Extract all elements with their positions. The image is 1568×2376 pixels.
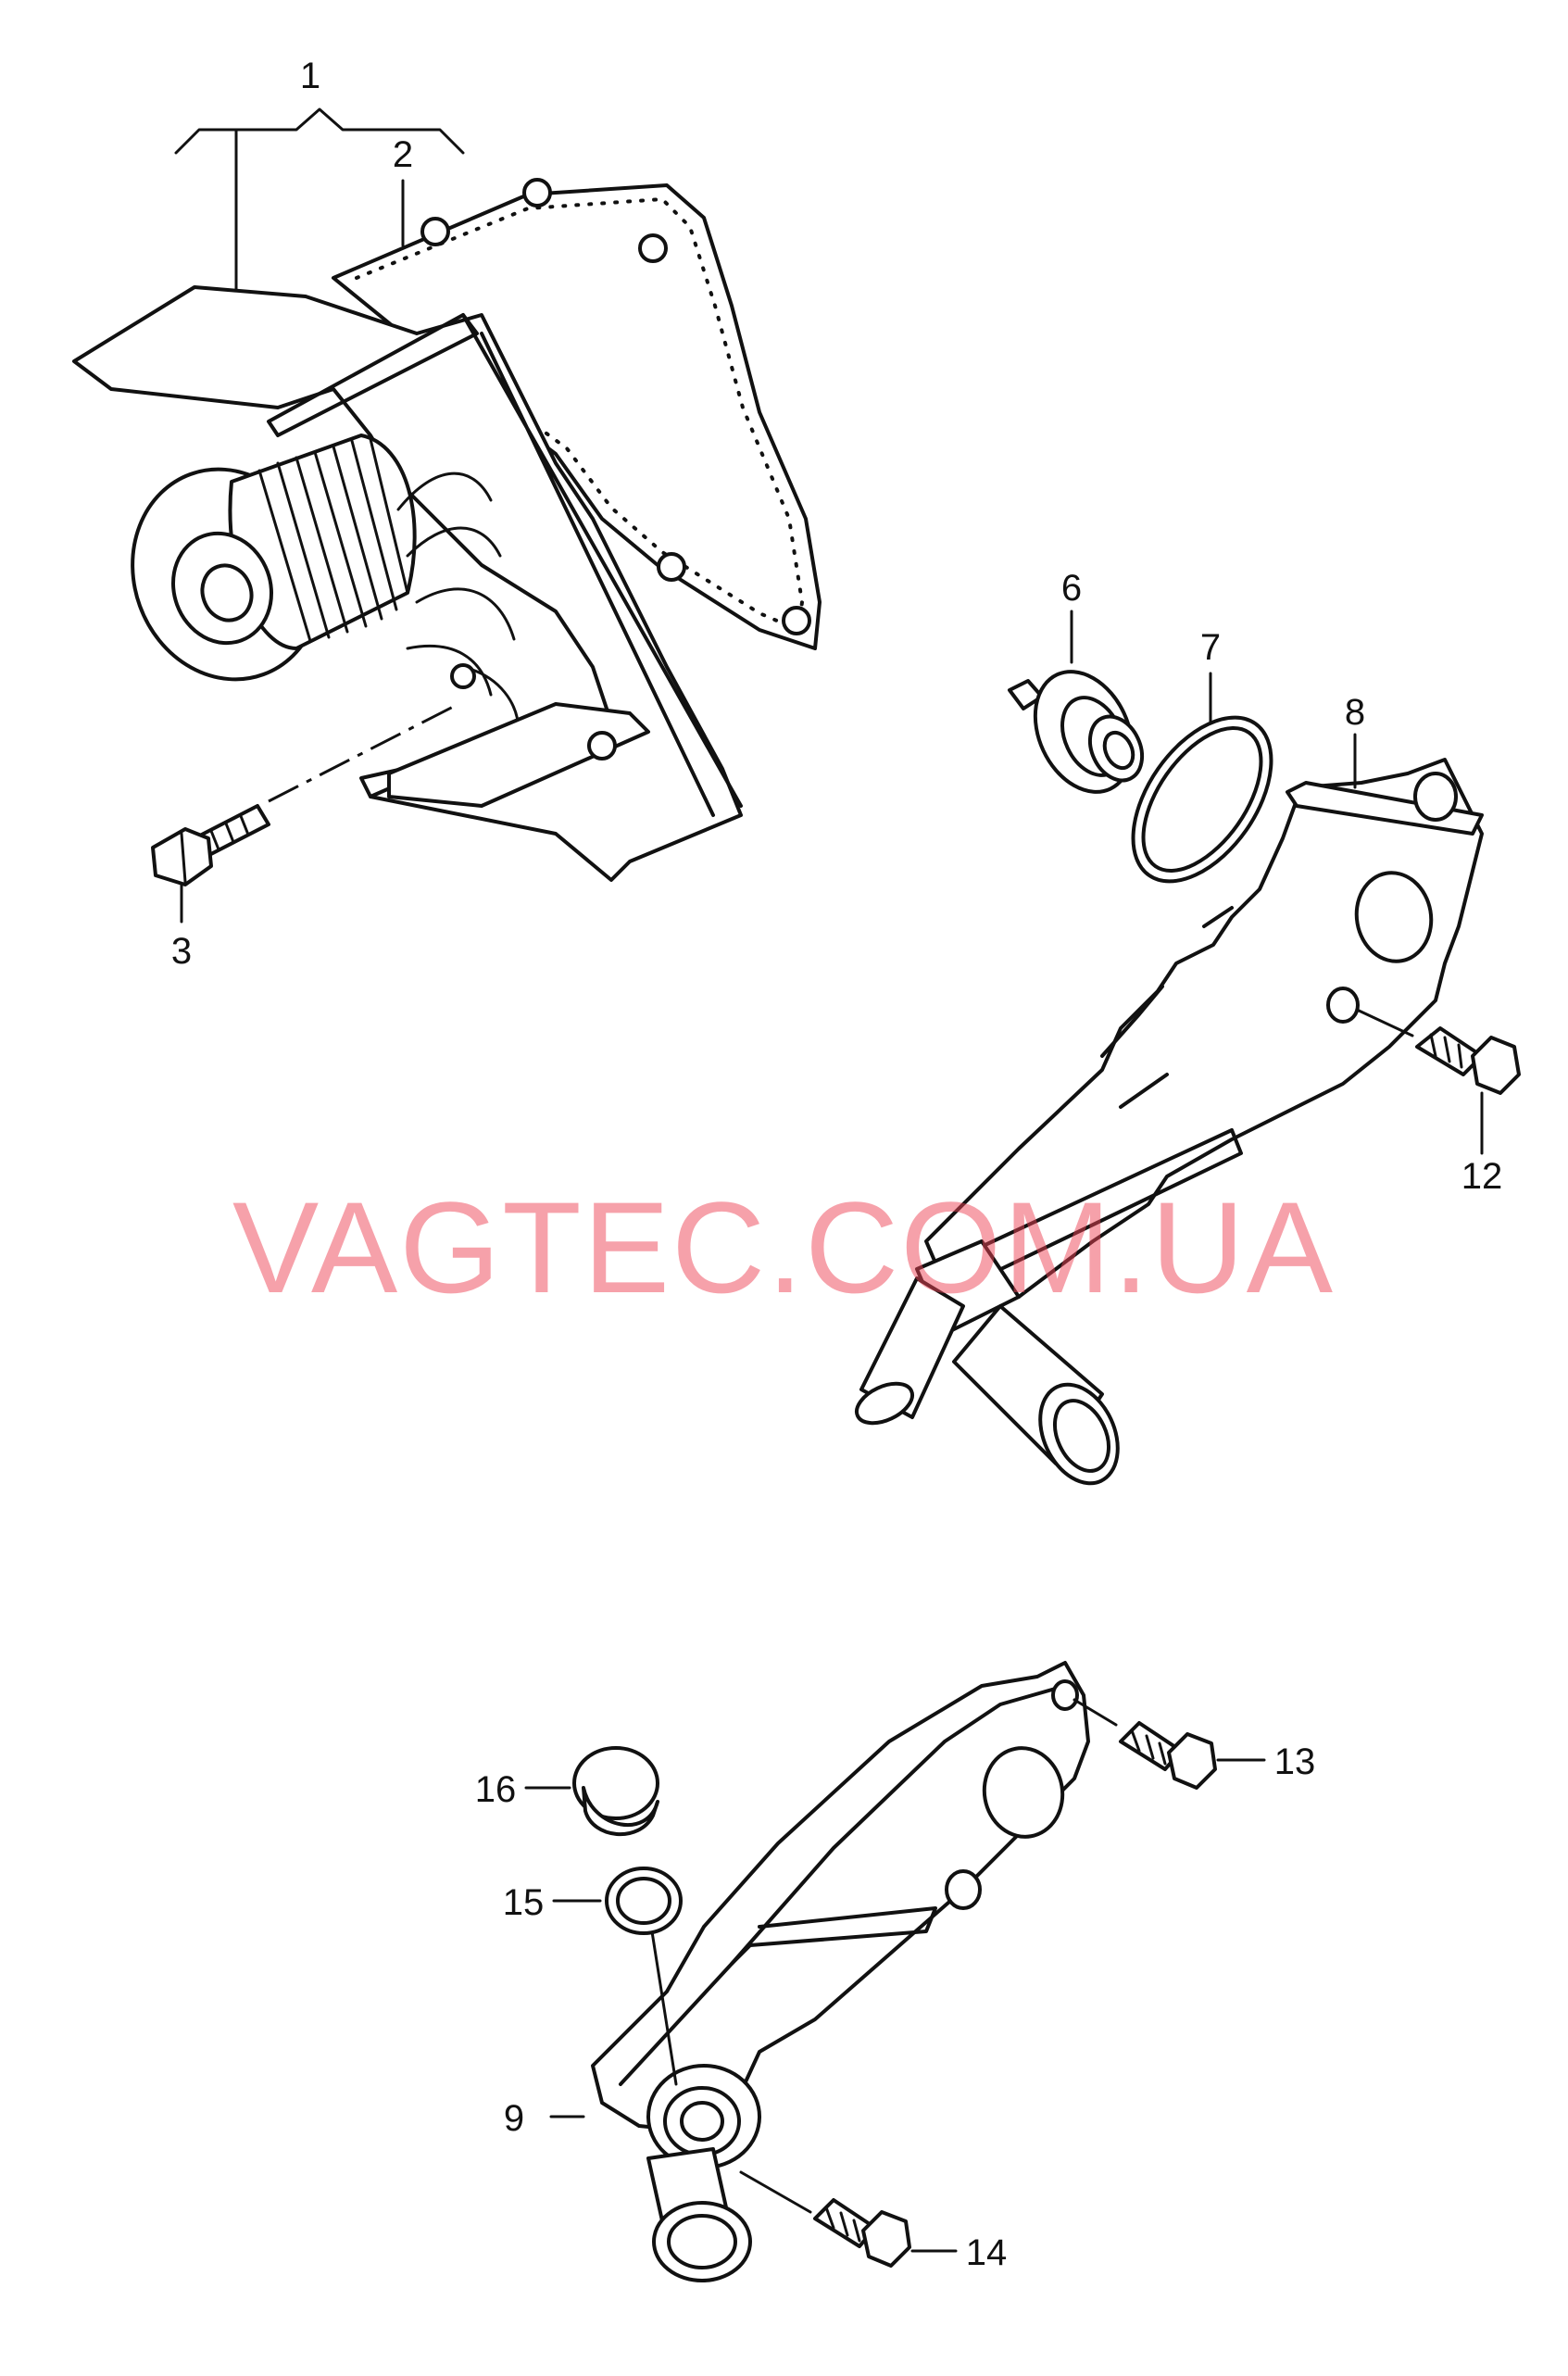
pump-shaft <box>200 563 254 622</box>
pump-gasket <box>332 183 822 650</box>
pump-foot <box>387 702 650 808</box>
plug-16 <box>524 1746 659 1837</box>
callout-12: 12 <box>1461 1156 1503 1197</box>
thermostat <box>1008 610 1145 794</box>
bolt-3-axis <box>268 702 459 803</box>
bolt-14 <box>739 2170 958 2268</box>
pump-bolt-hole <box>450 663 476 689</box>
gasket-bolt-hole <box>522 178 552 207</box>
pulley-teeth <box>257 437 409 643</box>
coolant-flange <box>855 733 1484 1486</box>
lower-flange <box>549 1661 1090 2282</box>
pump-housing-edge <box>369 313 743 817</box>
callout-1-bracket <box>174 107 465 155</box>
gasket-rivets <box>355 196 805 633</box>
pump-bolt-hole <box>587 731 617 761</box>
gasket-bolt-hole <box>657 552 686 582</box>
callout-16: 16 <box>475 1769 517 1810</box>
callout-15: 15 <box>503 1882 545 1923</box>
gasket-bolt-hole <box>638 233 668 263</box>
water-pump-assembly <box>72 107 822 882</box>
callout-3: 3 <box>171 931 192 972</box>
gasket-bolt-hole <box>420 217 450 246</box>
impeller-vanes <box>396 471 521 734</box>
callout-2: 2 <box>393 134 413 175</box>
thermostat-seal-ring <box>1131 672 1273 884</box>
callout-13: 13 <box>1274 1741 1316 1782</box>
gasket-bolt-hole <box>782 606 811 635</box>
bolt-3 <box>151 804 270 924</box>
bolt-13 <box>1073 1698 1266 1790</box>
callout-6: 6 <box>1061 568 1082 609</box>
callout-9: 9 <box>504 2098 524 2139</box>
seal-15 <box>552 1867 683 1935</box>
watermark-text: VAGTEC.COM.UA <box>232 1175 1335 1320</box>
bolt-12 <box>1355 1008 1521 1155</box>
pump-flange <box>267 313 479 437</box>
callout-7: 7 <box>1200 627 1221 668</box>
callout-14: 14 <box>966 2232 1008 2273</box>
callout-1: 1 <box>300 56 320 96</box>
callout-8: 8 <box>1345 692 1365 733</box>
